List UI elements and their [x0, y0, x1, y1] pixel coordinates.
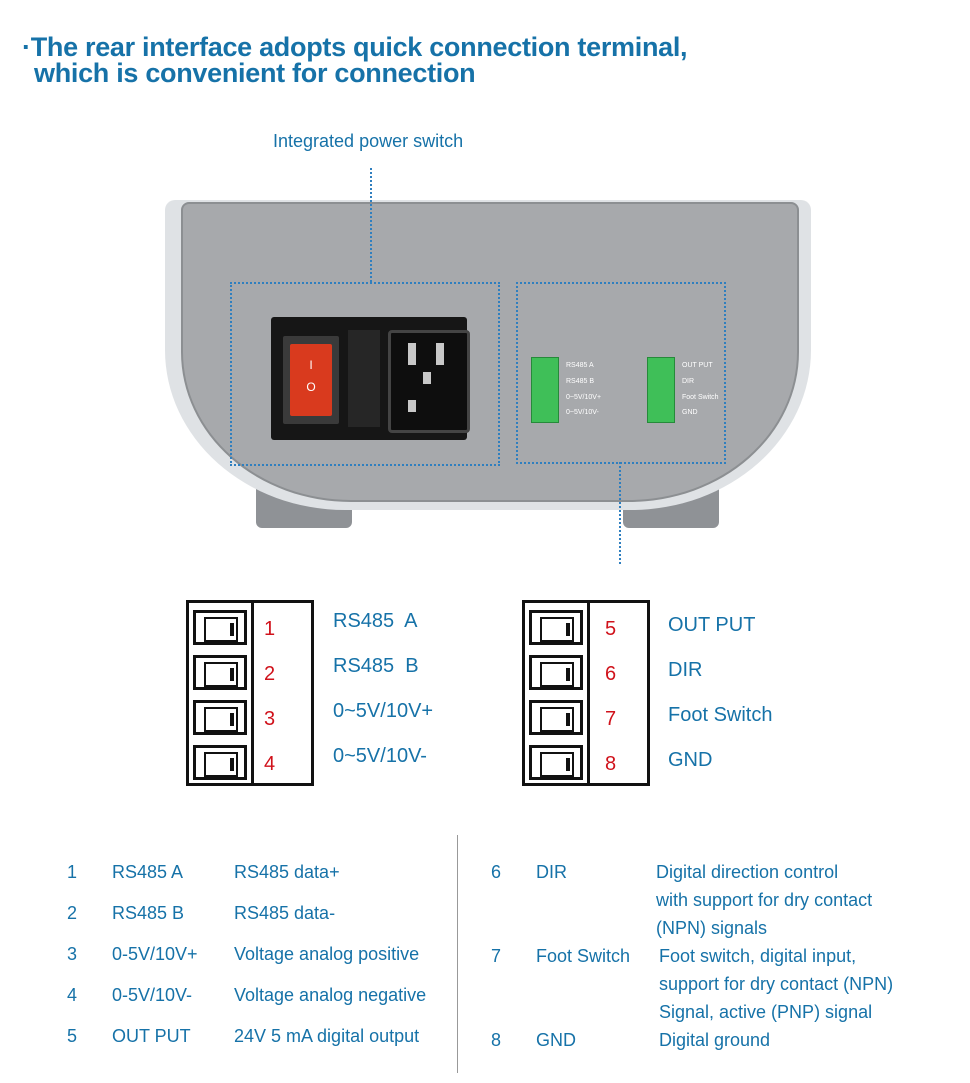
diagram-divider	[587, 603, 590, 783]
pin-label-3: 0~5V/10V+	[333, 700, 434, 722]
pin-label-6: DIR	[668, 659, 703, 681]
table-num: 2	[67, 903, 78, 923]
terminal-left-label-4: 0~5V/10V-	[566, 409, 599, 416]
table-desc: 24V 5 mA digital output	[234, 1026, 420, 1046]
table-desc-line: Digital direction control	[656, 862, 839, 882]
power-switch-callout-label: Integrated power switch	[273, 131, 464, 151]
pin-number-5: 5	[605, 618, 617, 640]
table-desc: RS485 data-	[234, 903, 336, 923]
table-desc: RS485 data+	[234, 862, 340, 882]
pin-number-6: 6	[605, 663, 617, 685]
inlet-pin-low-left	[408, 400, 416, 412]
terminal-right-label-8: GND	[682, 409, 698, 416]
power-callout-leader	[370, 168, 372, 282]
terminal-left-label-2: RS485 B	[566, 378, 595, 385]
table-num: 1	[67, 862, 78, 882]
table-num: 8	[491, 1030, 502, 1050]
terminal-right-label-6: DIR	[682, 378, 695, 385]
pin-number-8: 8	[605, 753, 617, 775]
diagram-divider	[251, 603, 254, 783]
table-name: DIR	[536, 862, 567, 882]
terminal-slot	[193, 655, 247, 690]
headline-line-1: ·The rear interface adopts quick connect…	[22, 32, 688, 62]
headline-line-2: which is convenient for connection	[34, 58, 476, 88]
table-name: GND	[536, 1030, 576, 1050]
table-desc-line: Digital ground	[659, 1030, 771, 1050]
table-desc-line: Signal, active (PNP) signal	[659, 1002, 873, 1022]
table-desc: Voltage analog negative	[234, 985, 427, 1005]
pin-number-4: 4	[264, 753, 276, 775]
table-name: RS485 B	[112, 903, 185, 923]
inlet-pin-left	[408, 343, 416, 365]
inlet-pin-right	[436, 343, 444, 365]
terminal-right-label-5: OUT PUT	[682, 362, 713, 369]
terminal-slot	[529, 745, 583, 780]
pin-number-1: 1	[264, 618, 276, 640]
terminal-slot	[193, 610, 247, 645]
rocker-off-mark: O	[306, 380, 316, 394]
table-num: 6	[491, 862, 502, 882]
table-desc-line: Foot switch, digital input,	[659, 946, 857, 966]
inlet-pin-ground	[423, 372, 431, 384]
table-name: 0-5V/10V+	[112, 944, 198, 964]
terminal-block-right	[647, 357, 675, 423]
table-num: 4	[67, 985, 78, 1005]
rocker-on-mark: I	[309, 358, 313, 372]
table-desc-line: support for dry contact (NPN)	[659, 974, 894, 994]
pin-label-4: 0~5V/10V-	[333, 745, 427, 767]
pin-label-8: GND	[668, 749, 713, 771]
table-num: 5	[67, 1026, 78, 1046]
terminal-callout-leader	[619, 462, 621, 564]
table-name: OUT PUT	[112, 1026, 191, 1046]
terminal-left-label-3: 0~5V/10V+	[566, 394, 602, 401]
pin-number-7: 7	[605, 708, 617, 730]
table-num: 3	[67, 944, 78, 964]
terminal-slot	[529, 700, 583, 735]
fuse-holder	[348, 330, 380, 427]
pin-number-2: 2	[264, 663, 276, 685]
pin-label-5: OUT PUT	[668, 614, 756, 636]
table-name: 0-5V/10V-	[112, 985, 193, 1005]
terminal-left-label-1: RS485 A	[566, 362, 594, 369]
pin-label-1: RS485 A	[333, 610, 418, 632]
terminal-slot	[529, 655, 583, 690]
terminal-slot	[529, 610, 583, 645]
terminal-diagram-left: 1 2 3 4	[186, 600, 314, 786]
table-num: 7	[491, 946, 502, 966]
terminal-slot	[193, 745, 247, 780]
pin-number-3: 3	[264, 708, 276, 730]
terminal-diagram-right: 5 6 7 8	[522, 600, 650, 786]
terminal-slot	[193, 700, 247, 735]
power-callout-box	[230, 282, 500, 466]
table-divider	[457, 835, 458, 1073]
terminal-callout-box	[516, 282, 726, 464]
pin-label-7: Foot Switch	[668, 704, 773, 726]
terminal-right-label-7: Foot Switch	[682, 394, 719, 401]
table-desc-line: (NPN) signals	[656, 918, 768, 938]
table-desc: Voltage analog positive	[234, 944, 420, 964]
terminal-block-left	[531, 357, 559, 423]
table-desc-line: with support for dry contact	[656, 890, 873, 910]
table-name: Foot Switch	[536, 946, 631, 966]
pin-label-2: RS485 B	[333, 655, 419, 677]
table-name: RS485 A	[112, 862, 184, 882]
headline: ·The rear interface adopts quick connect…	[22, 32, 922, 88]
rocker-switch: I O	[290, 344, 332, 416]
